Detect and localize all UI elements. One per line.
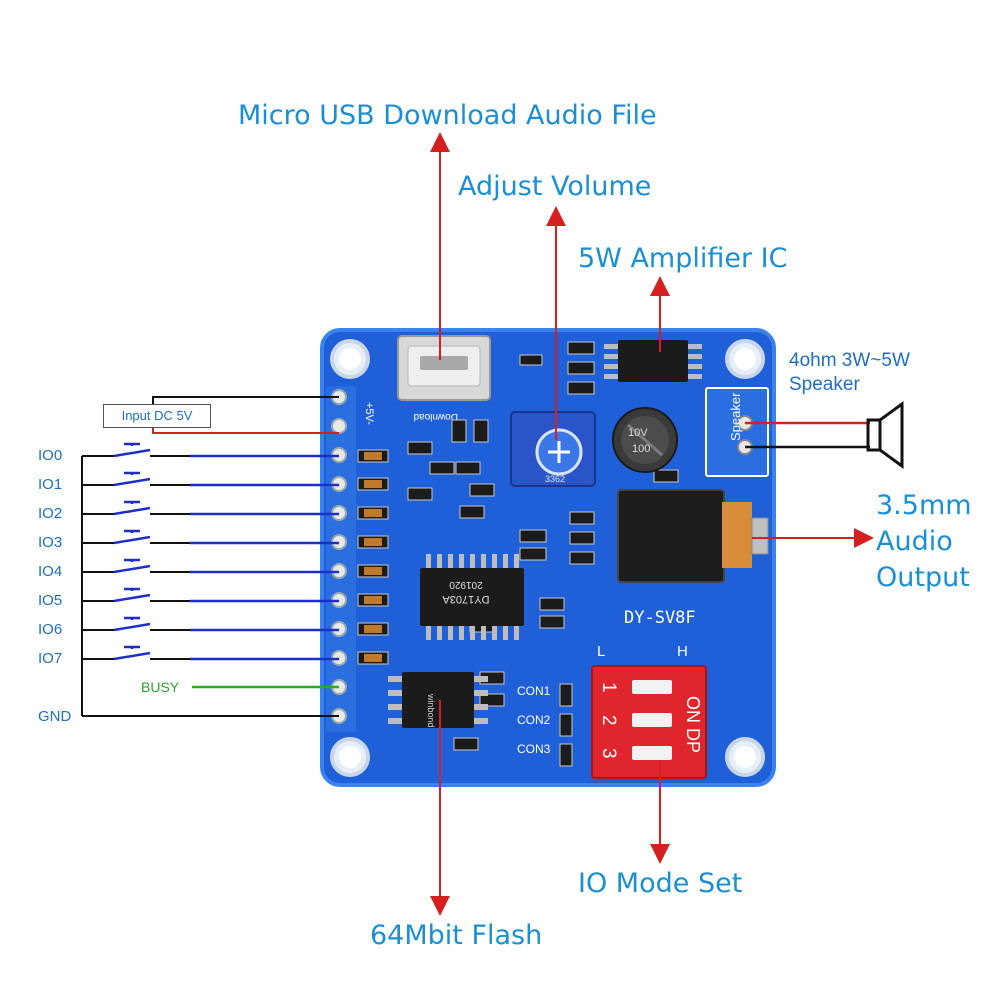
potentiometer [510,411,596,487]
mounting-hole-icon [330,339,370,379]
download-label: Download [414,411,458,422]
smd-components [407,341,679,751]
mounting-hole-icon [725,737,765,777]
audio-callout-line2: Audio [876,526,953,557]
dip-switch [591,665,707,779]
pin-label-io2: IO2 [38,505,63,522]
con2-label: CON2 [517,713,551,727]
busy-label: BUSY [141,679,180,695]
electrolytic-capacitor [612,407,678,473]
audio-jack [617,489,769,583]
cap-label-1: 10V [628,427,648,439]
power-input-label: Input DC 5V [103,404,211,428]
amplifier-callout: 5W Amplifier IC [578,243,788,274]
amplifier-ic [604,340,702,382]
speaker-spec-line1: 4ohm 3W~5W [789,350,910,371]
pin-label-io7: IO7 [38,650,63,667]
io-button-wires [82,454,339,661]
flash-chip [388,672,488,728]
pin-label-io5: IO5 [38,592,63,609]
dip-number-1: 1 [598,682,619,693]
mounting-hole-icon [725,339,765,379]
pcb-board: Download [320,328,776,787]
speaker-wires [745,421,870,449]
pin-header [326,386,356,732]
cap-label-2: 100 [632,443,650,455]
pin-label-io1: IO1 [38,476,63,493]
pin-label-io0: IO0 [38,447,63,464]
power-pin-label: +5V- [363,402,375,425]
dip-on-label: ON DP [683,696,703,753]
con1-label: CON1 [517,684,551,698]
micro-usb-connector [397,335,491,401]
push-button-icons [113,442,151,661]
gnd-rail [81,456,339,717]
model-label: DY-SV8F [624,608,696,628]
switch-low-label: L [597,643,605,660]
chip-line-1: DY1703A [442,593,490,605]
dip-number-2: 2 [598,715,619,726]
resistor-column [357,449,389,665]
pin-label-io4: IO4 [38,563,63,580]
switch-high-label: H [677,643,688,660]
speaker-spec-line2: Speaker [789,374,860,395]
chip-line-2: 201920 [449,579,483,590]
audio-callout-line1: 3.5mm [876,490,972,521]
mounting-hole-icon [330,737,370,777]
pin-label-io6: IO6 [38,621,63,638]
speaker-icon [866,401,904,469]
con-resistors [559,683,573,767]
usb-callout: Micro USB Download Audio File [238,100,657,131]
dip-number-3: 3 [598,748,619,759]
power-wires [152,396,339,434]
callout-arrows [430,132,874,916]
volume-callout: Adjust Volume [458,171,652,202]
gnd-label: GND [38,708,72,725]
main-chip [420,554,524,640]
speaker-label: Speaker [728,392,743,441]
pot-label: 3362 [545,474,565,484]
con3-label: CON3 [517,742,551,756]
flash-brand: winbond [426,693,436,728]
pin-label-io3: IO3 [38,534,63,551]
flash-callout: 64Mbit Flash [370,920,543,951]
io-mode-callout: IO Mode Set [578,868,743,899]
audio-callout-line3: Output [876,562,970,593]
